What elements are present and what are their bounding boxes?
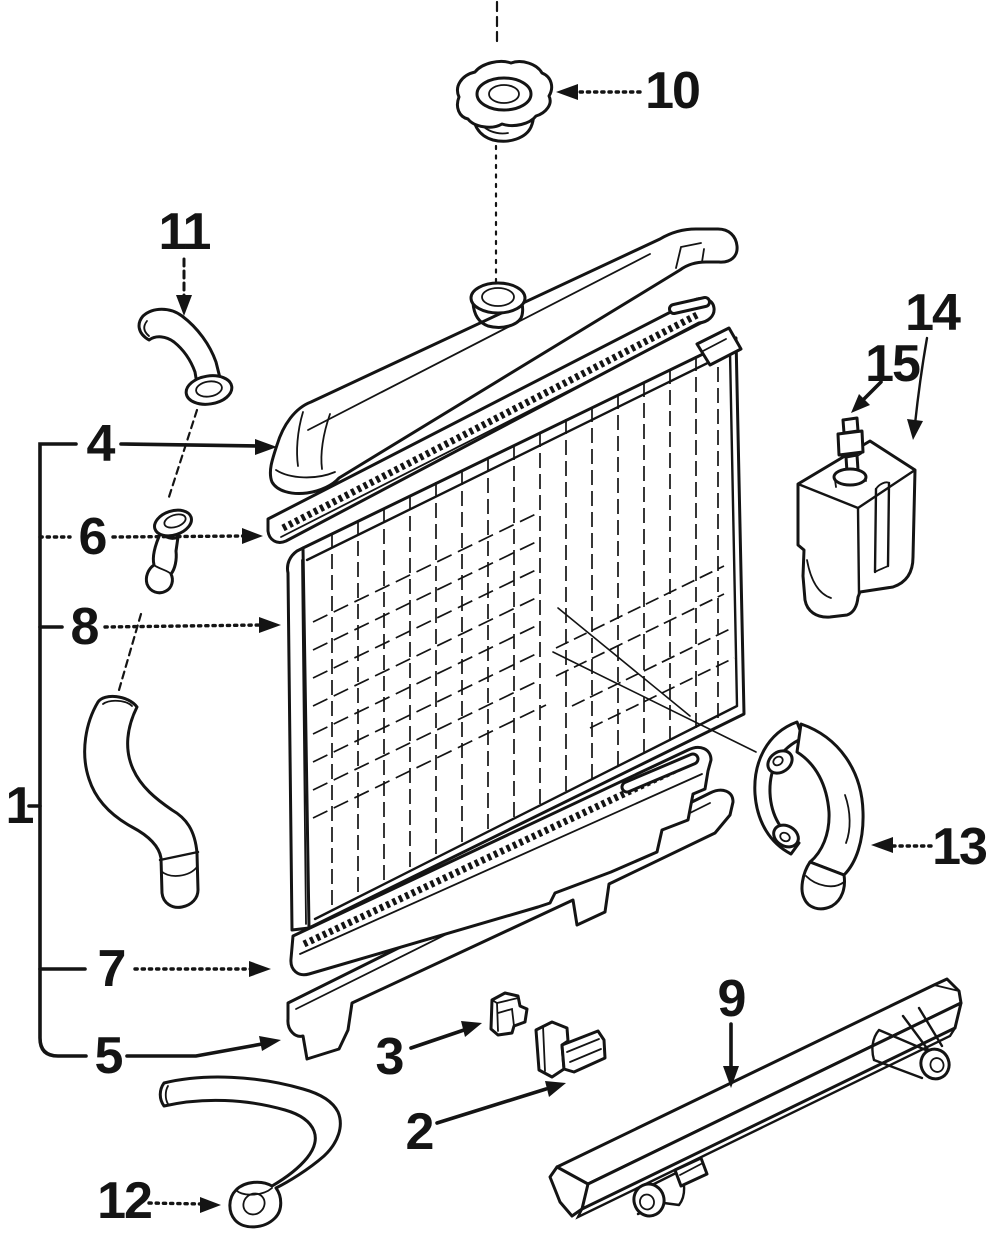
water-outlet-pipe [753, 720, 865, 911]
hose-clamp-ring [184, 374, 234, 406]
callout-part-3[interactable]: 3 [376, 1028, 406, 1086]
callout-part-15[interactable]: 15 [865, 335, 922, 393]
pointer-line-to-outlet [552, 651, 757, 753]
callout-part-11[interactable]: 11 [159, 203, 213, 261]
callout-part-6[interactable]: 6 [79, 508, 109, 566]
radiator-cap [455, 0, 554, 288]
mount-clip-small [489, 991, 529, 1037]
callout-part-14[interactable]: 14 [905, 284, 963, 342]
callout-part-4[interactable]: 4 [87, 415, 118, 473]
core-crosshatch-left [312, 511, 547, 819]
reservoir-elbow-hose [137, 307, 234, 406]
reservoir-tank [796, 439, 917, 619]
callout-part-10[interactable]: 10 [645, 62, 701, 120]
radiator-lower-tank [289, 745, 713, 977]
callout-leaders [27, 84, 933, 1213]
leader-part-3 [409, 1028, 466, 1050]
crossmember-bushing-left [632, 1182, 666, 1218]
radiator-hose-upper [83, 694, 200, 909]
callout-part-7[interactable]: 7 [98, 940, 127, 998]
callout-part-13[interactable]: 13 [932, 818, 989, 876]
leader-part-5 [125, 1042, 264, 1058]
crossmember-bushing-right [919, 1047, 951, 1081]
callout-part-5[interactable]: 5 [95, 1027, 125, 1085]
outlet-flange-ear-bottom [772, 823, 800, 849]
outlet-flange-ear-top [766, 749, 794, 775]
leader-part-12 [147, 1201, 204, 1206]
leader-part-15 [859, 380, 883, 404]
leader-part-14 [913, 336, 929, 426]
radiator-hose-lower [158, 1075, 342, 1229]
drain-plug [144, 508, 193, 595]
mount-bracket [534, 1020, 607, 1079]
core-crosshatch-right [555, 565, 735, 729]
reservoir-cap-valve [832, 416, 868, 488]
radiator-core [286, 326, 757, 932]
bracket-line-part-1 [38, 442, 88, 1058]
filler-neck [469, 281, 527, 329]
radiator-upper-shroud [268, 227, 739, 495]
callout-part-12[interactable]: 12 [97, 1172, 153, 1230]
hose-end-opening [242, 1192, 266, 1216]
callout-part-8[interactable]: 8 [71, 598, 101, 656]
lower-crossmember [548, 977, 963, 1220]
callout-part-9[interactable]: 9 [718, 970, 747, 1028]
core-corner-bracket [695, 326, 743, 367]
callout-part-2[interactable]: 2 [406, 1103, 435, 1161]
callout-part-1[interactable]: 1 [6, 777, 36, 835]
leader-part-8 [103, 623, 262, 629]
leader-part-2 [435, 1087, 548, 1125]
radiator-top-seal-strip [266, 296, 716, 544]
leader-part-4 [119, 442, 258, 448]
leader-part-6 [38, 534, 246, 539]
